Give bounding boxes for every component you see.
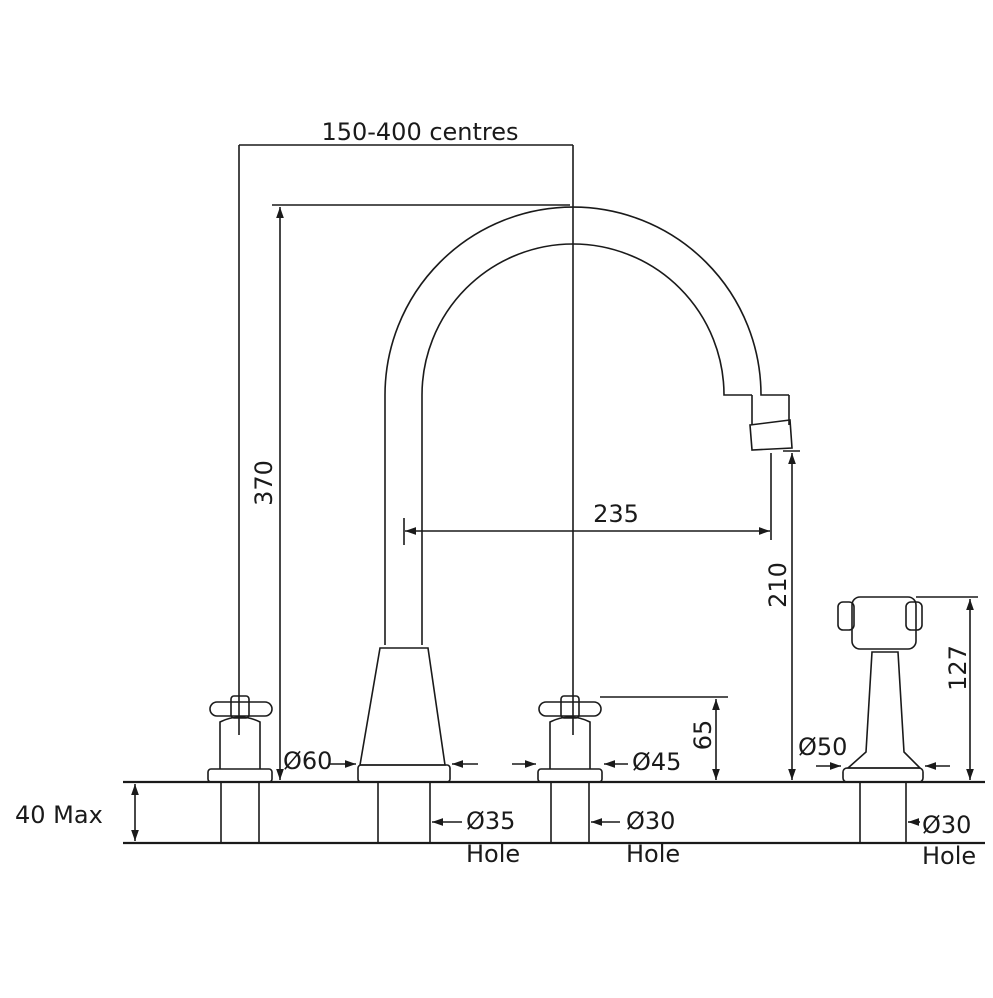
left-valve-hub bbox=[230, 695, 250, 719]
base-diameter-pointers bbox=[330, 760, 950, 770]
deck-40-label: 40 Max bbox=[15, 801, 103, 829]
worktop bbox=[123, 780, 985, 845]
spout bbox=[357, 206, 793, 843]
height-370-label: 370 bbox=[250, 460, 278, 506]
centres-label: 150-400 centres bbox=[321, 118, 518, 146]
right-valve-base bbox=[537, 768, 603, 783]
handle-65-label: 65 bbox=[689, 720, 717, 751]
left-valve-base bbox=[207, 768, 273, 783]
handle-65-dimension bbox=[600, 696, 728, 780]
hole-spray-30-label: Ø30 bbox=[922, 811, 971, 839]
base-45-label: Ø45 bbox=[632, 748, 681, 776]
left-valve-body bbox=[219, 716, 261, 769]
spout-nozzle bbox=[749, 419, 793, 451]
hole-30-label: Ø30 bbox=[626, 807, 675, 835]
clearance-210-dimension bbox=[783, 450, 800, 780]
spout-body bbox=[359, 647, 446, 766]
spray-body bbox=[845, 651, 922, 769]
hole-30-word: Hole bbox=[626, 840, 680, 868]
spout-inner-curve bbox=[421, 243, 752, 645]
clearance-210-label: 210 bbox=[764, 562, 792, 608]
centres-dimension bbox=[238, 144, 574, 735]
left-valve bbox=[207, 695, 273, 843]
reach-235-label: 235 bbox=[593, 500, 639, 528]
spray-base bbox=[842, 767, 924, 783]
reach-235-dimension bbox=[403, 453, 772, 545]
spout-base bbox=[357, 764, 451, 783]
right-valve-hub bbox=[560, 695, 580, 719]
height-370-dimension bbox=[272, 204, 570, 780]
hole-35-label: Ø35 bbox=[466, 807, 515, 835]
spray-127-dimension bbox=[916, 596, 978, 780]
hole-spray-30-word: Hole bbox=[922, 842, 976, 870]
spray-127-label: 127 bbox=[944, 645, 972, 691]
hole-35-word: Hole bbox=[466, 840, 520, 868]
spray-head bbox=[851, 596, 917, 650]
spray-head-cap-right bbox=[905, 601, 923, 631]
spout-outer-curve bbox=[384, 206, 789, 645]
side-spray bbox=[837, 596, 924, 843]
left-valve-crosshead bbox=[209, 701, 273, 717]
base-50-label: Ø50 bbox=[798, 733, 847, 761]
right-valve-crosshead bbox=[538, 701, 602, 717]
spray-head-cap-left bbox=[837, 601, 855, 631]
right-valve bbox=[537, 695, 603, 843]
right-valve-body bbox=[549, 716, 591, 769]
base-60-label: Ø60 bbox=[283, 747, 332, 775]
